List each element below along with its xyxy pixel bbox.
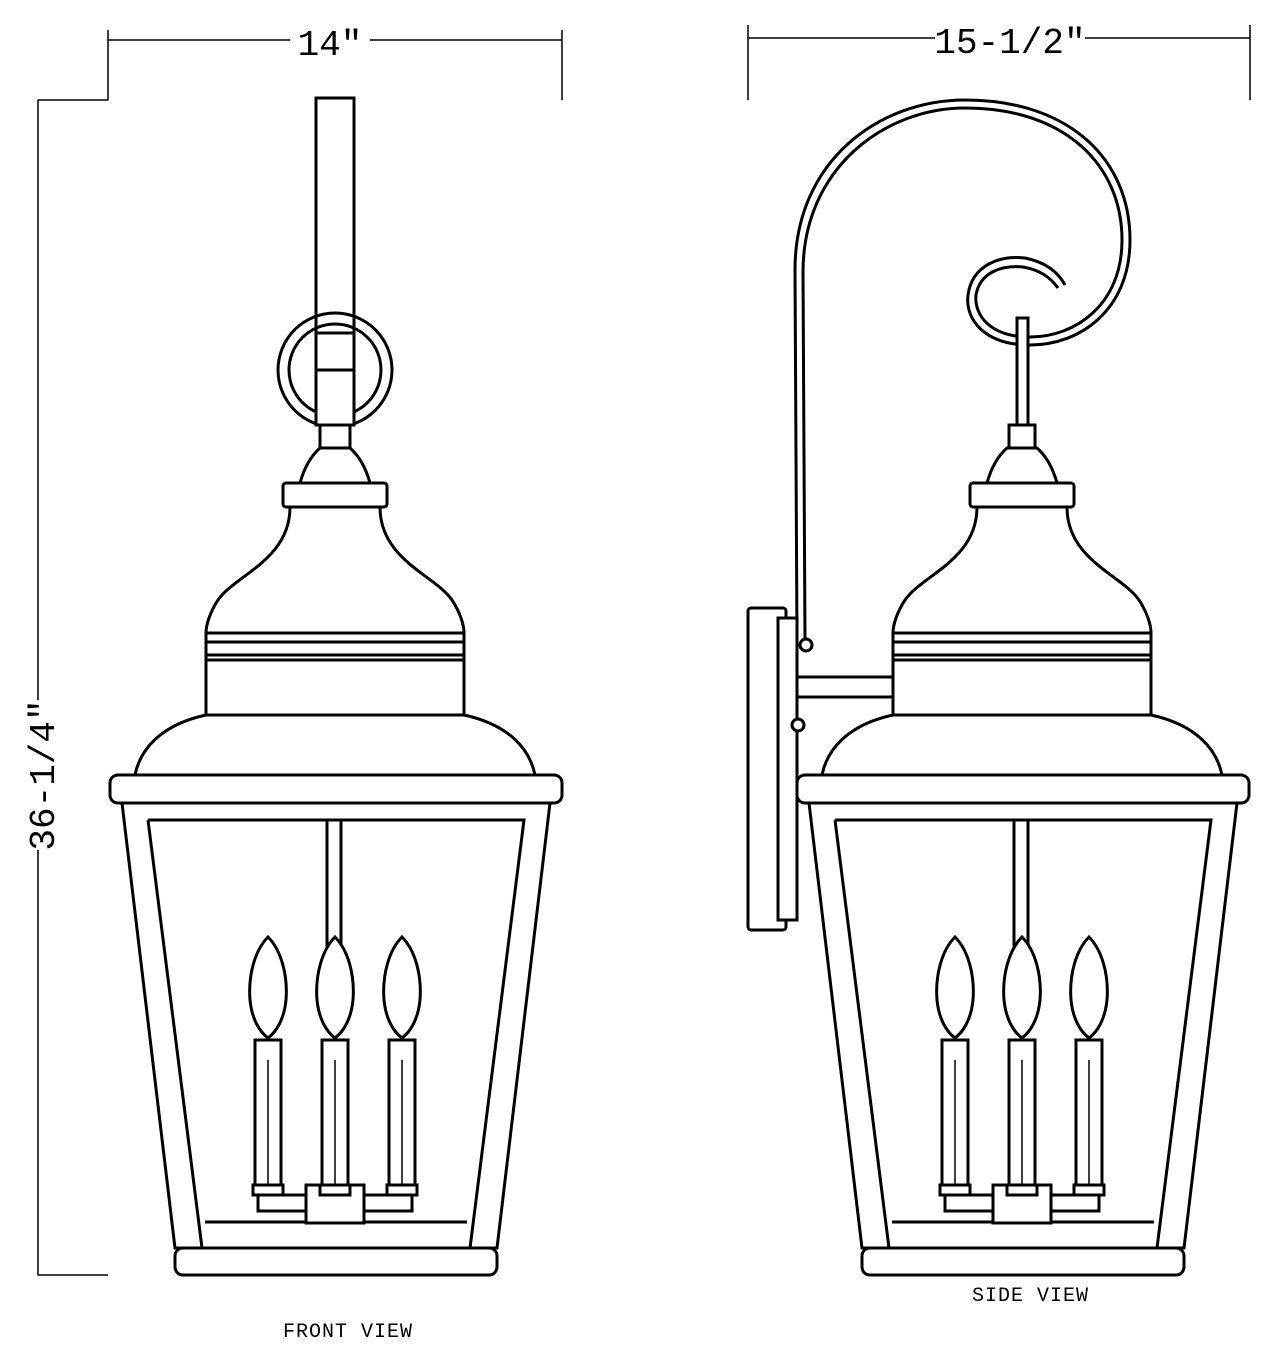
side-view: 15-1/2″	[746, 18, 1251, 1275]
side-lantern-body	[797, 448, 1249, 1275]
depth-dimension-text: 15-1/2″	[934, 23, 1085, 64]
width-dimension-text: 14″	[298, 25, 363, 66]
front-view-label: FRONT VIEW	[283, 1321, 414, 1344]
scroll-arm	[793, 98, 1132, 641]
height-dimension-text: 36-1/4″	[24, 699, 65, 850]
support-arm	[795, 675, 897, 699]
front-view: 14″ 36-1/4″	[20, 20, 562, 1275]
side-view-label: SIDE VIEW	[972, 1285, 1090, 1308]
front-lantern-body	[110, 448, 562, 1275]
